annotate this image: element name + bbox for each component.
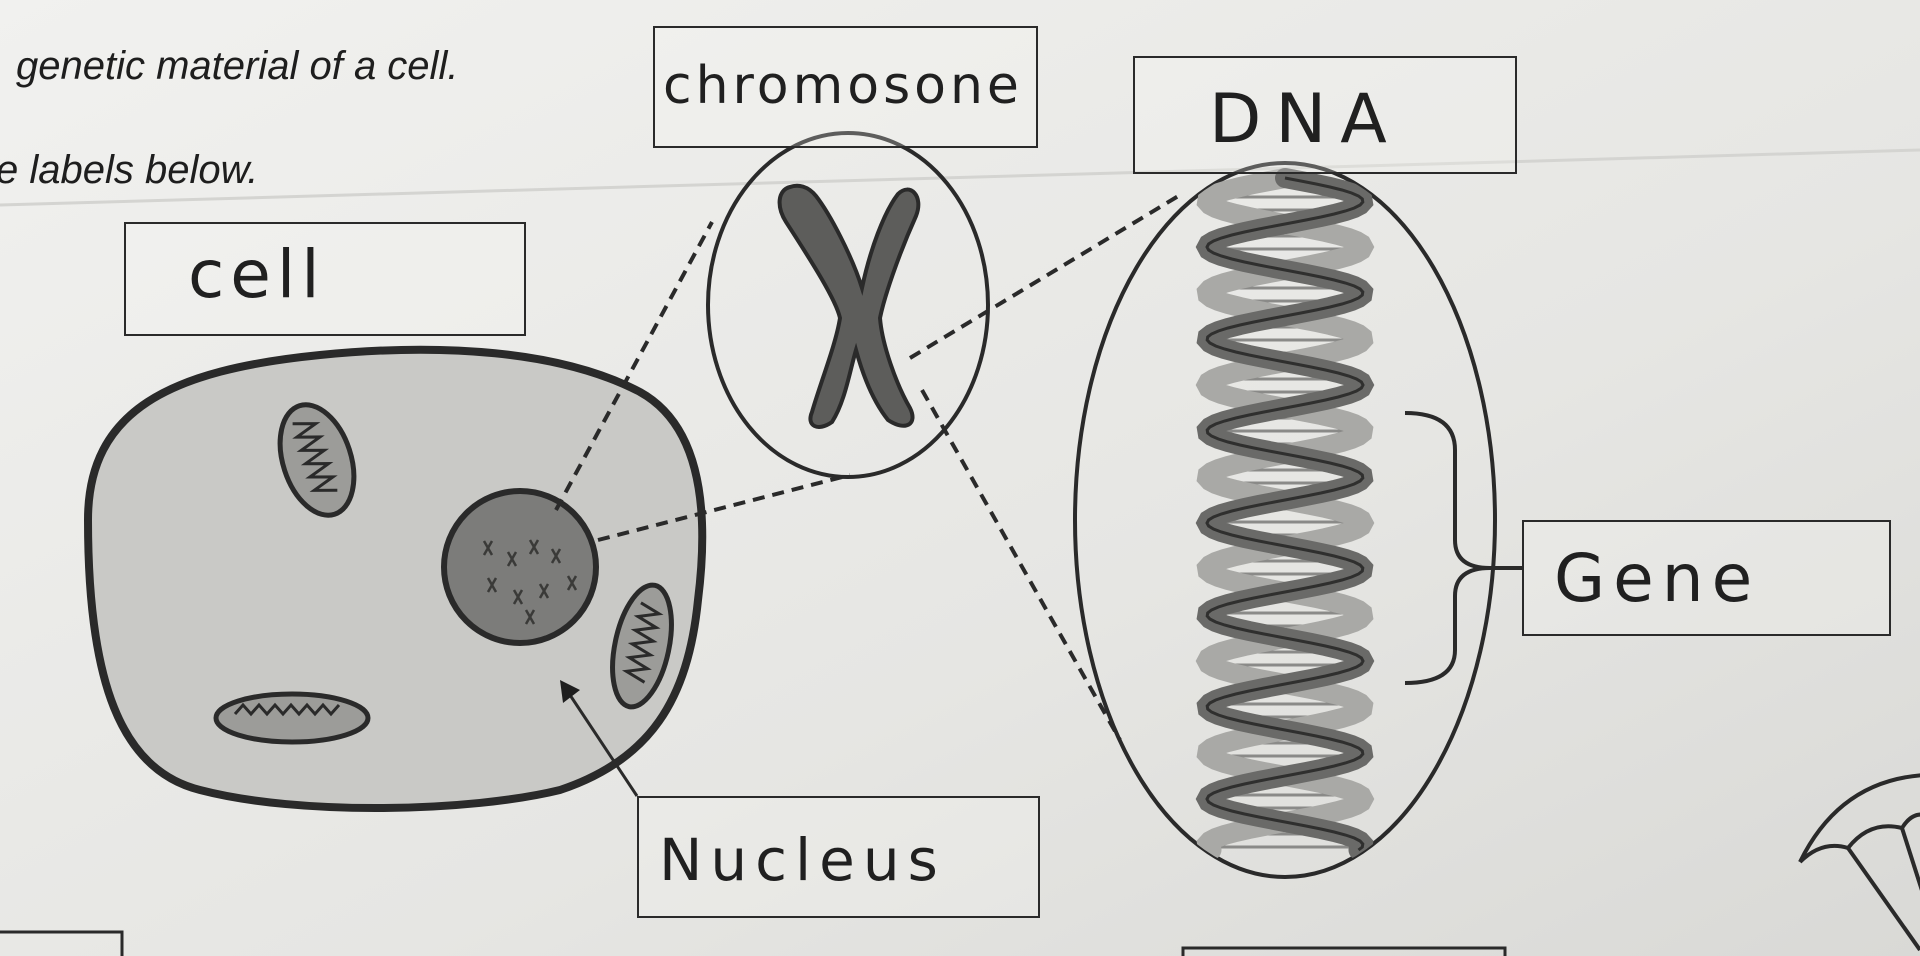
instruction-line-2: e labels below. (0, 148, 259, 192)
cell-membrane (83, 345, 707, 812)
chromosome-zoom-circle (706, 131, 990, 479)
gene-label-text: Gene (1554, 540, 1761, 617)
mitochondrion-right (610, 582, 674, 710)
zoom-lines (554, 193, 1182, 741)
nucleus (441, 488, 599, 646)
dna-label-text: DNA (1209, 80, 1401, 159)
mitochondrion-top (277, 402, 357, 518)
dna-label-box: DNA (1133, 56, 1517, 174)
partial-box-bottom-right (1181, 946, 1507, 956)
mitochondrion-bottom (213, 691, 371, 745)
chromosome-label-box: chromosone (653, 26, 1038, 148)
dna-zoom-oval (1073, 161, 1497, 879)
instruction-line-1: genetic material of a cell. (16, 44, 459, 88)
nucleus-pointer-line (566, 691, 639, 797)
gene-label-box: Gene (1522, 520, 1891, 636)
paper-fold (0, 148, 1920, 207)
chromosome-label-text: chromosone (663, 56, 1023, 116)
nucleus-label-text: Nucleus (659, 826, 946, 894)
nucleus-label-box: Nucleus (637, 796, 1040, 918)
cell-label-box: cell (124, 222, 526, 336)
nucleus-pointer-arrowhead (560, 680, 580, 703)
cell-label-text: cell (188, 236, 326, 313)
chromosome-shape (777, 183, 921, 429)
partial-box-bottom-left (0, 930, 124, 956)
parachute-illustration (1798, 773, 1920, 952)
dna-double-helix (1195, 168, 1375, 860)
